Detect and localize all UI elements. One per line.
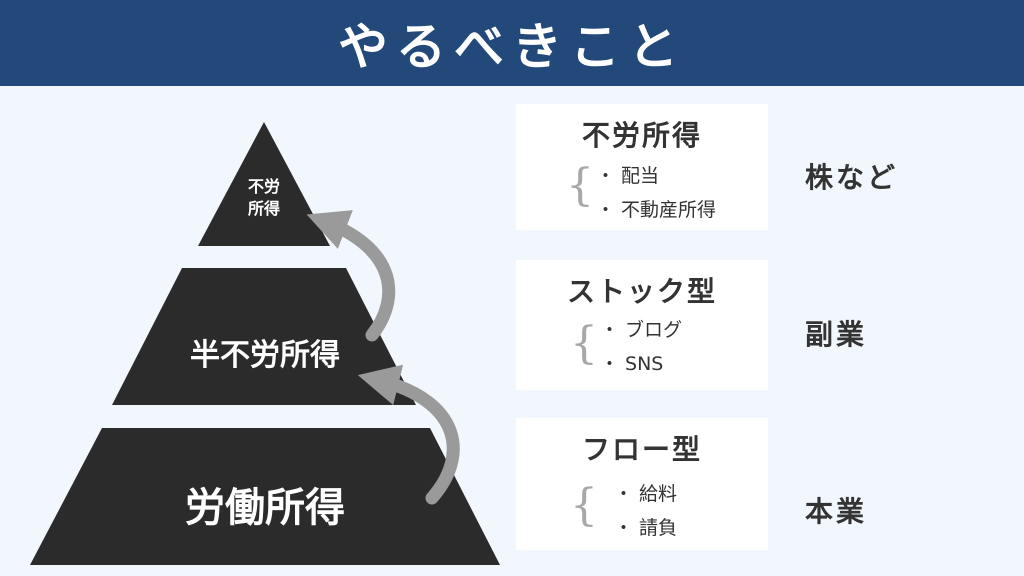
tier-label-top-line2: 所得 <box>247 199 280 218</box>
pyramid-tier-top <box>198 122 330 246</box>
bullet-mark: ・ <box>600 319 620 341</box>
list-item: ・請負 <box>614 517 678 539</box>
pyramid-tier-bottom <box>30 428 500 565</box>
upward-arrow-top <box>306 210 396 342</box>
brace-icon: { <box>566 160 594 211</box>
side-label-main-job: 本業 <box>805 495 868 528</box>
tier-label-middle: 半不労所得 <box>190 338 340 373</box>
tier-label-top-line1: 不労 <box>247 177 280 196</box>
bullet-mark: ・ <box>596 165 616 187</box>
card-title: ストック型 <box>566 275 717 308</box>
brace-icon: { <box>570 318 598 369</box>
side-label-stocks: 株など <box>805 161 899 194</box>
page-title: やるべきこと <box>338 18 686 76</box>
tier-label-bottom: 労働所得 <box>185 485 345 531</box>
card-flow-type: フロー型 { ・給料 ・請負 <box>516 418 768 550</box>
list-item: ・給料 <box>614 483 678 505</box>
header-bar: やるべきこと <box>0 0 1024 86</box>
upward-arrow-bottom <box>357 364 460 505</box>
bullet-mark: ・ <box>600 353 620 375</box>
bullet-mark: ・ <box>614 483 634 505</box>
card-stock-type: ストック型 { ・ブログ ・SNS <box>516 260 768 390</box>
bullet-mark: ・ <box>596 199 616 221</box>
brace-icon: { <box>570 480 598 531</box>
list-item: ・ブログ <box>600 319 683 341</box>
bullet-mark: ・ <box>614 517 634 539</box>
list-item: ・配当 <box>596 165 660 187</box>
card-title: フロー型 <box>581 433 702 466</box>
side-label-side-business: 副業 <box>805 318 868 351</box>
card-title: 不労所得 <box>581 119 702 152</box>
card-unearned-income: 不労所得 { ・配当 ・不動産所得 <box>516 104 768 230</box>
pyramid-tier-middle <box>112 268 416 405</box>
list-item: ・SNS <box>600 353 664 375</box>
list-item: ・不動産所得 <box>596 199 717 221</box>
tier-label-top: 不労 所得 <box>228 176 300 220</box>
